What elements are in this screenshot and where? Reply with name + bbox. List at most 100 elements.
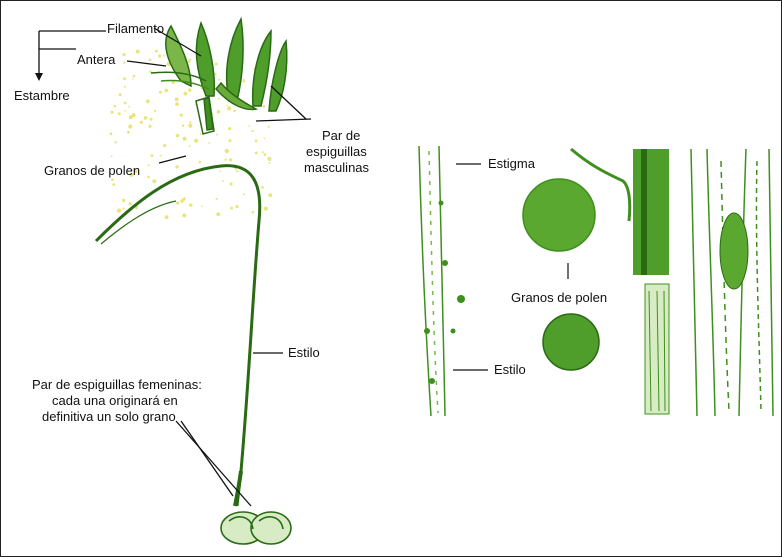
micro-strip-1-dots (424, 201, 465, 385)
pollen-dot (262, 151, 264, 153)
pollen-dot (182, 213, 186, 217)
label-espiguillas: espiguillas (306, 144, 367, 159)
label-fem-line-1: Par de espiguillas femeninas: (32, 377, 202, 392)
pollen-dot (255, 139, 258, 142)
pollen-dot (217, 110, 221, 114)
male-spikelets (151, 19, 287, 134)
pollen-grain-1 (523, 179, 595, 251)
pollen-dot (111, 178, 114, 181)
pollen-dot (201, 206, 203, 208)
label-filamento: Filamento (107, 21, 164, 36)
pollen-dot (243, 80, 246, 83)
label-masculinas: masculinas (304, 160, 369, 175)
pollen-dot (243, 193, 245, 195)
label-estigma: Estigma (488, 156, 535, 171)
pollen-dot (152, 179, 156, 183)
pollen-dot (123, 207, 125, 209)
pollen-dot (132, 78, 134, 80)
pollen-dot (189, 125, 192, 128)
pollen-dot (236, 170, 238, 172)
female-spikelets (221, 512, 291, 544)
pollen-dot (176, 134, 180, 138)
pollen-dot (124, 86, 126, 88)
pollen-dot (155, 50, 158, 53)
pollen-dot (149, 125, 152, 128)
pollen-dot (230, 207, 233, 210)
label-granos-de-polen-left: Granos de polen (44, 163, 140, 178)
pollen-dot (194, 139, 198, 143)
pollen-dot (163, 55, 165, 57)
label-estilo-left: Estilo (288, 345, 320, 360)
pollen-dot (255, 152, 258, 155)
arrow-down-icon (35, 73, 43, 81)
pollen-dot (160, 155, 162, 157)
pollen-tube-in-tissue (720, 213, 748, 289)
pollen-dot (124, 110, 126, 112)
pollen-dot (184, 197, 186, 199)
pollen-dot (128, 106, 130, 108)
pollen-dot (114, 105, 117, 108)
label-fem-line-2: cada una originará en (52, 393, 178, 408)
pollen-dot (215, 63, 218, 66)
pollen-dot (146, 117, 148, 119)
pollen-dot (261, 186, 264, 189)
pollen-dot (159, 91, 162, 94)
pollen-dot (218, 79, 220, 81)
pollen-dot (199, 161, 202, 164)
pollen-dot (154, 110, 156, 112)
pollen-dot (122, 199, 125, 202)
pollen-dot (148, 164, 150, 166)
pollen-dot (176, 201, 179, 204)
pollen-dot (118, 112, 121, 115)
pollen-dot (151, 154, 154, 157)
pollen-dot (150, 118, 153, 121)
label-estilo-right: Estilo (494, 362, 526, 377)
pollen-dot (112, 183, 115, 186)
pollen-dot (230, 183, 233, 186)
pollen-dot (264, 138, 266, 140)
pollen-dot (267, 157, 271, 161)
pollen-dot (216, 212, 220, 216)
pollen-dot (225, 159, 227, 161)
pollen-dot (175, 165, 178, 168)
pollen-dot (235, 205, 238, 208)
pollen-dot (208, 142, 210, 144)
pollen-dot (123, 62, 125, 64)
pollen-dot (111, 111, 114, 114)
pollen-dot (132, 113, 136, 117)
pollen-dot (165, 215, 169, 219)
pollen-dot (183, 137, 187, 141)
pollen-dot (124, 102, 127, 105)
pollen-dot (147, 176, 149, 178)
pollen-dot (268, 193, 272, 197)
pollen-dot (233, 110, 236, 113)
pollen-dot (175, 102, 179, 106)
label-fem-line-3: definitiva un solo grano (42, 409, 176, 424)
pollen-dot (268, 126, 270, 128)
pollen-dot (119, 93, 122, 96)
pollen-dot (127, 131, 130, 134)
pollen-dot (133, 75, 136, 78)
pollen-dot (228, 139, 231, 142)
pollen-dot (140, 121, 143, 124)
pollen-dot (189, 203, 192, 206)
pollen-dot (188, 88, 191, 91)
pollen-dot (180, 114, 183, 117)
label-granos-de-polen-right: Granos de polen (511, 290, 607, 305)
pollen-dot (227, 106, 231, 110)
pollen-dot (218, 98, 220, 100)
style-silk (96, 166, 260, 506)
pollen-dot (123, 53, 126, 56)
pollen-dot (228, 127, 231, 130)
pollen-dot (117, 209, 121, 213)
label-estambre: Estambre (14, 88, 70, 103)
pollen-dot (200, 133, 202, 135)
pollen-dot (214, 73, 216, 75)
pollen-dot (184, 92, 188, 96)
label-par-de: Par de (322, 128, 360, 143)
pollen-dot (269, 162, 271, 164)
pollen-dot (163, 144, 166, 147)
pollen-dot (182, 125, 184, 127)
pollen-dot (175, 98, 179, 102)
